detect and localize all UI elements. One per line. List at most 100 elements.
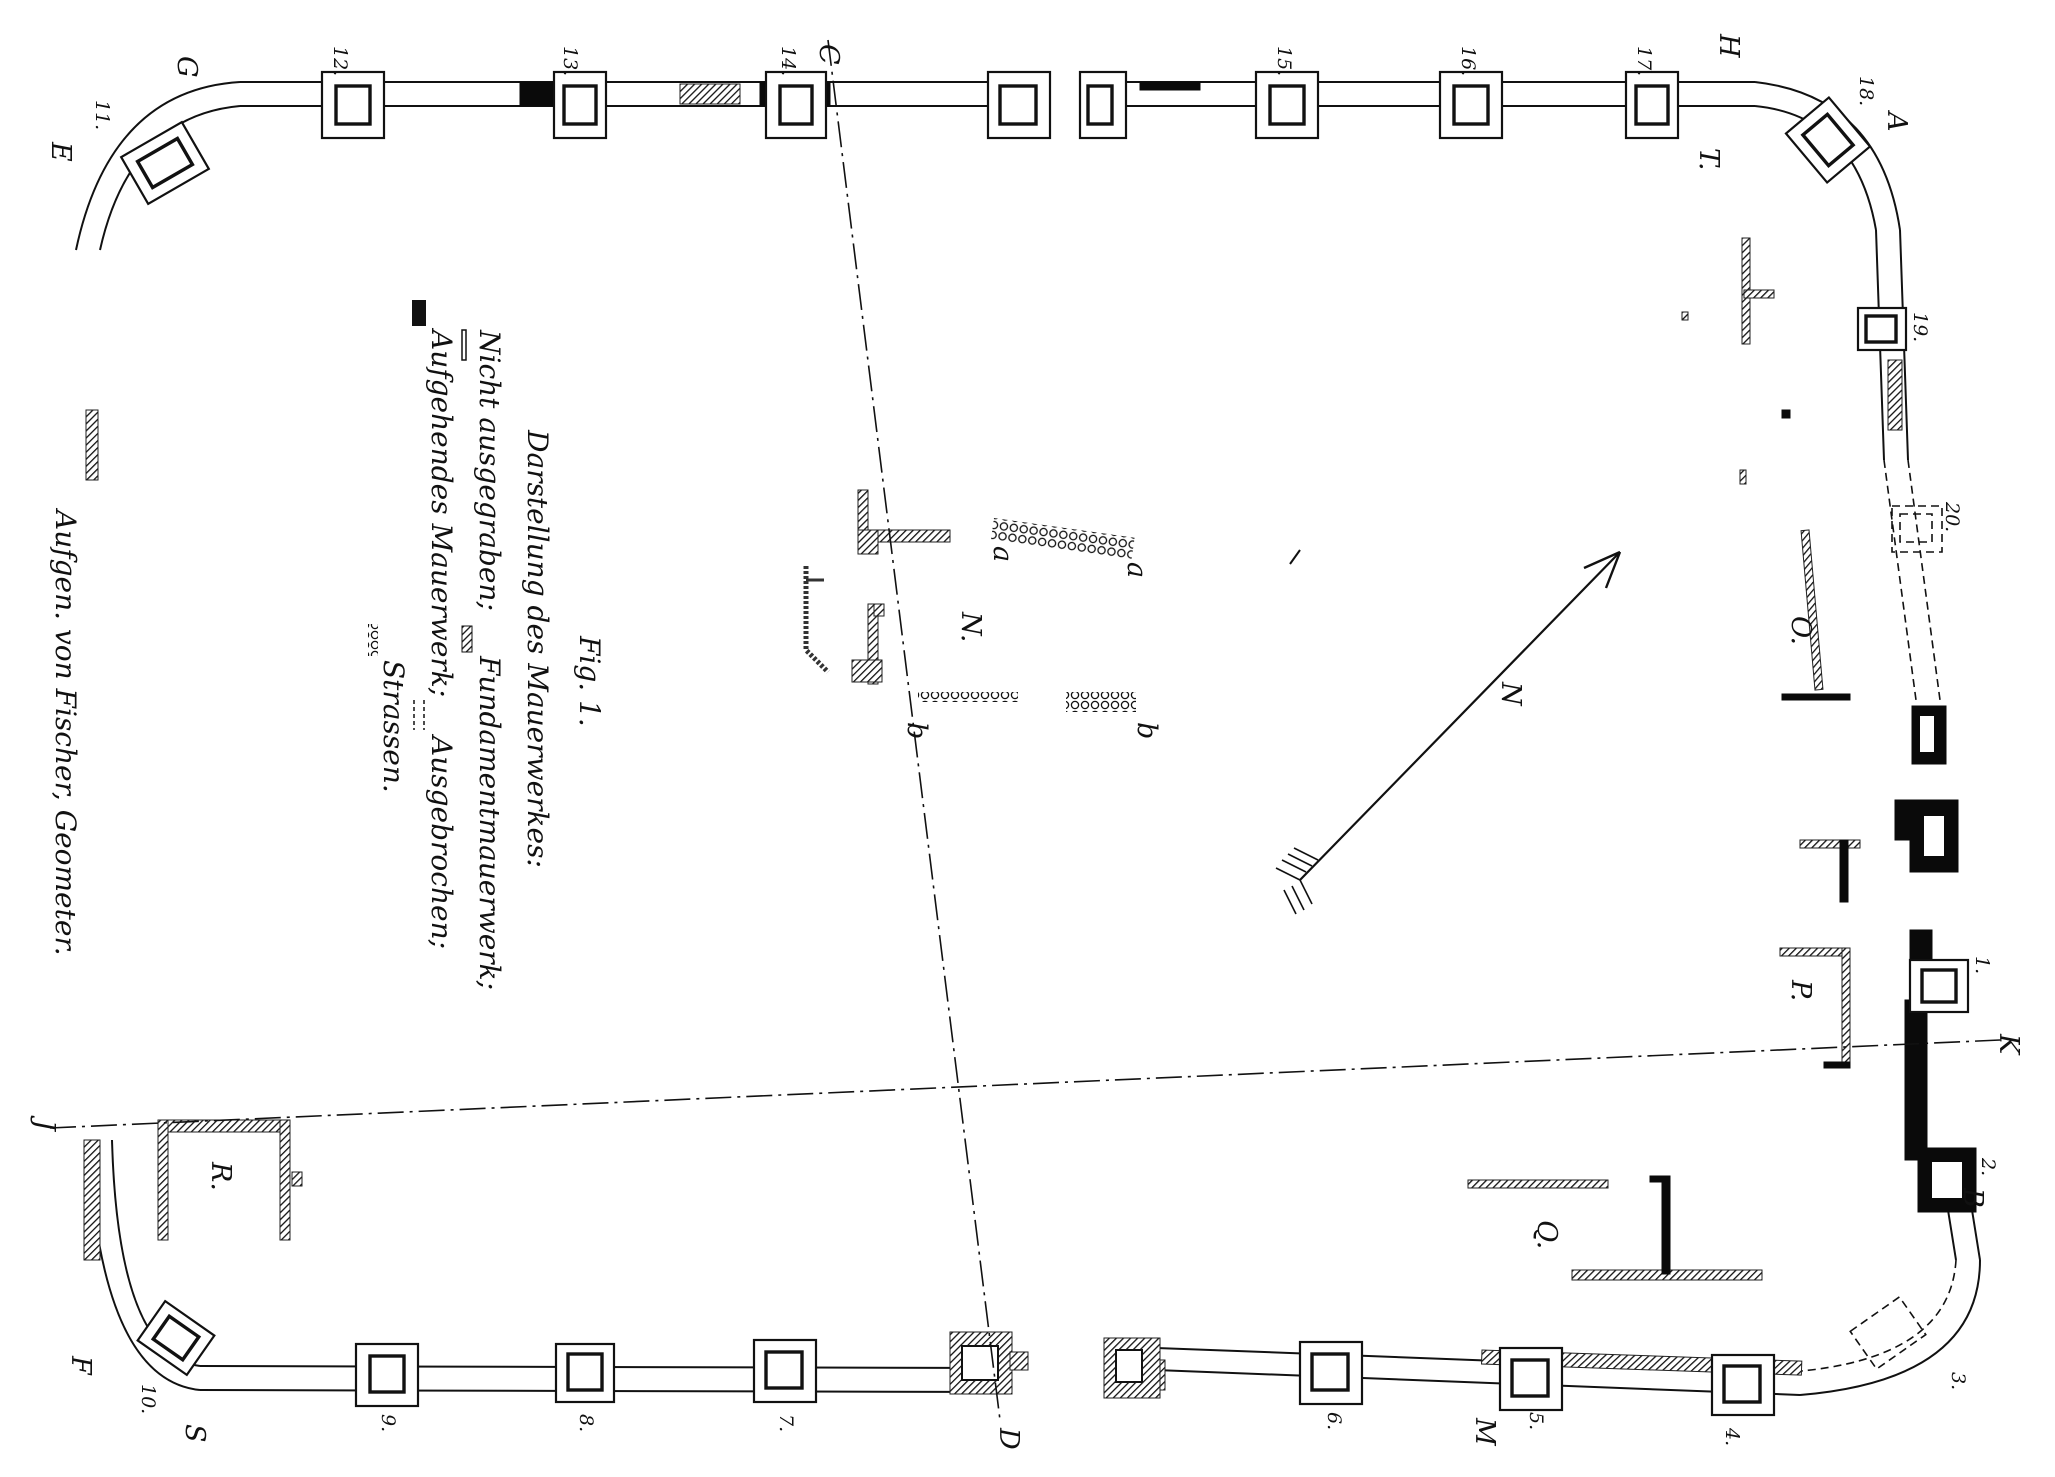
- num-11: 11.: [91, 100, 113, 130]
- tower-17: [1624, 70, 1680, 140]
- letter-c: C: [813, 44, 844, 65]
- towers: [119, 70, 1977, 1417]
- num-20: 20.: [1941, 501, 1963, 532]
- num-3: 3.: [1947, 1372, 1969, 1390]
- tower-gate-bot-w: [949, 1331, 1029, 1395]
- num-18: 18.: [1855, 76, 1877, 106]
- label-t: T.: [1693, 148, 1724, 171]
- tower-10: [136, 1299, 216, 1377]
- letter-g: G: [171, 56, 202, 78]
- tower-18: [1784, 95, 1872, 185]
- letter-e: E: [45, 141, 76, 162]
- standing-wall-segments: [519, 81, 1933, 1161]
- tower-19: [1856, 306, 1908, 352]
- letter-b: B: [1957, 1187, 1988, 1208]
- tower-8: [554, 1342, 616, 1404]
- legend-swatch-foundation: [461, 625, 473, 653]
- tower-gate-bot-e: [1103, 1337, 1161, 1399]
- label-p: P.: [1785, 979, 1816, 1001]
- num-4: 4.: [1721, 1427, 1743, 1446]
- num-14: 14.: [777, 46, 799, 76]
- num-5: 5.: [1525, 1412, 1547, 1430]
- legend-not-excavated: Nicht ausgegraben;: [473, 329, 506, 611]
- tower-12: [320, 70, 386, 140]
- perimeter-wall: [75, 81, 1981, 1396]
- tower-20: [1891, 505, 1943, 553]
- tower-9: [354, 1342, 420, 1408]
- road-letters: a a b b: [901, 546, 1162, 739]
- tower-numbers: 1. 2. 3. 4. 5. 6. 7. 8. 9. 10. 11. 12. 1…: [91, 46, 1999, 1446]
- legend-swatch-broken: [413, 700, 425, 730]
- letter-m: M: [1469, 1417, 1500, 1447]
- letter-s: S: [179, 1424, 210, 1443]
- tower-14: [764, 70, 828, 140]
- building-p: [1779, 947, 1851, 1069]
- surveyor-credit: Aufgen. von Fischer, Geometer.: [49, 507, 82, 956]
- road-b-left: b: [901, 722, 932, 739]
- building-r: [157, 1119, 303, 1241]
- tower-5: [1498, 1346, 1564, 1412]
- tower-gate-top-w: [986, 70, 1052, 140]
- legend-roads: Strassen.: [377, 660, 410, 793]
- gate-right-north: [1911, 705, 1947, 765]
- section-letters: C D H K J A B M G E F S: [29, 33, 2024, 1450]
- tower-15: [1254, 70, 1320, 140]
- letter-k: K: [1993, 1033, 2024, 1056]
- num-2: 2.: [1977, 1157, 1999, 1176]
- building-t: [1681, 237, 1775, 345]
- tower-11: [119, 120, 211, 206]
- label-r: R.: [205, 1161, 236, 1191]
- gate-right-south: [1909, 799, 1959, 873]
- building-letters: N. O. P. Q. R. T.: [205, 148, 1816, 1249]
- letter-a: A: [1881, 109, 1912, 132]
- letter-d: D: [993, 1427, 1024, 1450]
- tower-1: [1908, 958, 1970, 1014]
- letter-j: J: [29, 1115, 60, 1133]
- legend-standing: Aufgehendes Mauerwerk;: [425, 327, 458, 697]
- tower-3: [1849, 1295, 1927, 1371]
- tower-7: [752, 1338, 818, 1404]
- num-1: 1.: [1971, 956, 1993, 974]
- tower-6: [1298, 1340, 1364, 1406]
- label-n: N.: [955, 611, 986, 642]
- building-q: [1467, 1175, 1763, 1281]
- label-q: Q.: [1531, 1220, 1562, 1249]
- num-16: 16.: [1457, 46, 1479, 76]
- north-arrow-label: N: [1495, 681, 1526, 707]
- legend-title: Darstellung des Mauerwerkes:: [521, 429, 554, 868]
- figure-label: Fig. 1.: [573, 635, 606, 727]
- num-7: 7.: [775, 1414, 797, 1432]
- tower-4: [1710, 1353, 1776, 1417]
- num-12: 12.: [329, 46, 351, 76]
- road-strips: [918, 518, 1136, 712]
- legend-swatch-not-excavated: [461, 329, 467, 361]
- road-b-right: b: [1131, 722, 1162, 739]
- num-8: 8.: [575, 1414, 597, 1432]
- road-a-left: a: [987, 546, 1018, 562]
- tower-16: [1438, 70, 1504, 140]
- legend-swatch-standing: [412, 300, 426, 326]
- legend: Darstellung des Mauerwerkes: Nicht ausge…: [368, 300, 606, 990]
- tower-gate-top-e: [1078, 70, 1128, 140]
- tower-13: [552, 70, 608, 140]
- num-13: 13.: [559, 46, 581, 76]
- num-10: 10.: [137, 1384, 159, 1414]
- building-l-small: [1799, 839, 1861, 903]
- road-a-right: a: [1121, 562, 1152, 578]
- building-n: [803, 489, 951, 685]
- num-9: 9.: [377, 1414, 399, 1432]
- legend-swatch-roads: [368, 624, 378, 656]
- num-19: 19.: [1909, 312, 1931, 342]
- interior-buildings: [157, 237, 1861, 1281]
- num-17: 17.: [1633, 46, 1655, 76]
- legend-broken: Ausgebrochen;: [425, 733, 458, 949]
- letter-h: H: [1713, 33, 1744, 58]
- label-o: O.: [1785, 616, 1816, 645]
- tower-2: [1917, 1147, 1977, 1213]
- num-6: 6.: [1323, 1412, 1345, 1430]
- letter-f: F: [65, 1355, 96, 1376]
- section-lines: [49, 39, 2001, 1421]
- foundation-wall-segments: [83, 83, 1903, 1391]
- num-15: 15.: [1273, 46, 1295, 76]
